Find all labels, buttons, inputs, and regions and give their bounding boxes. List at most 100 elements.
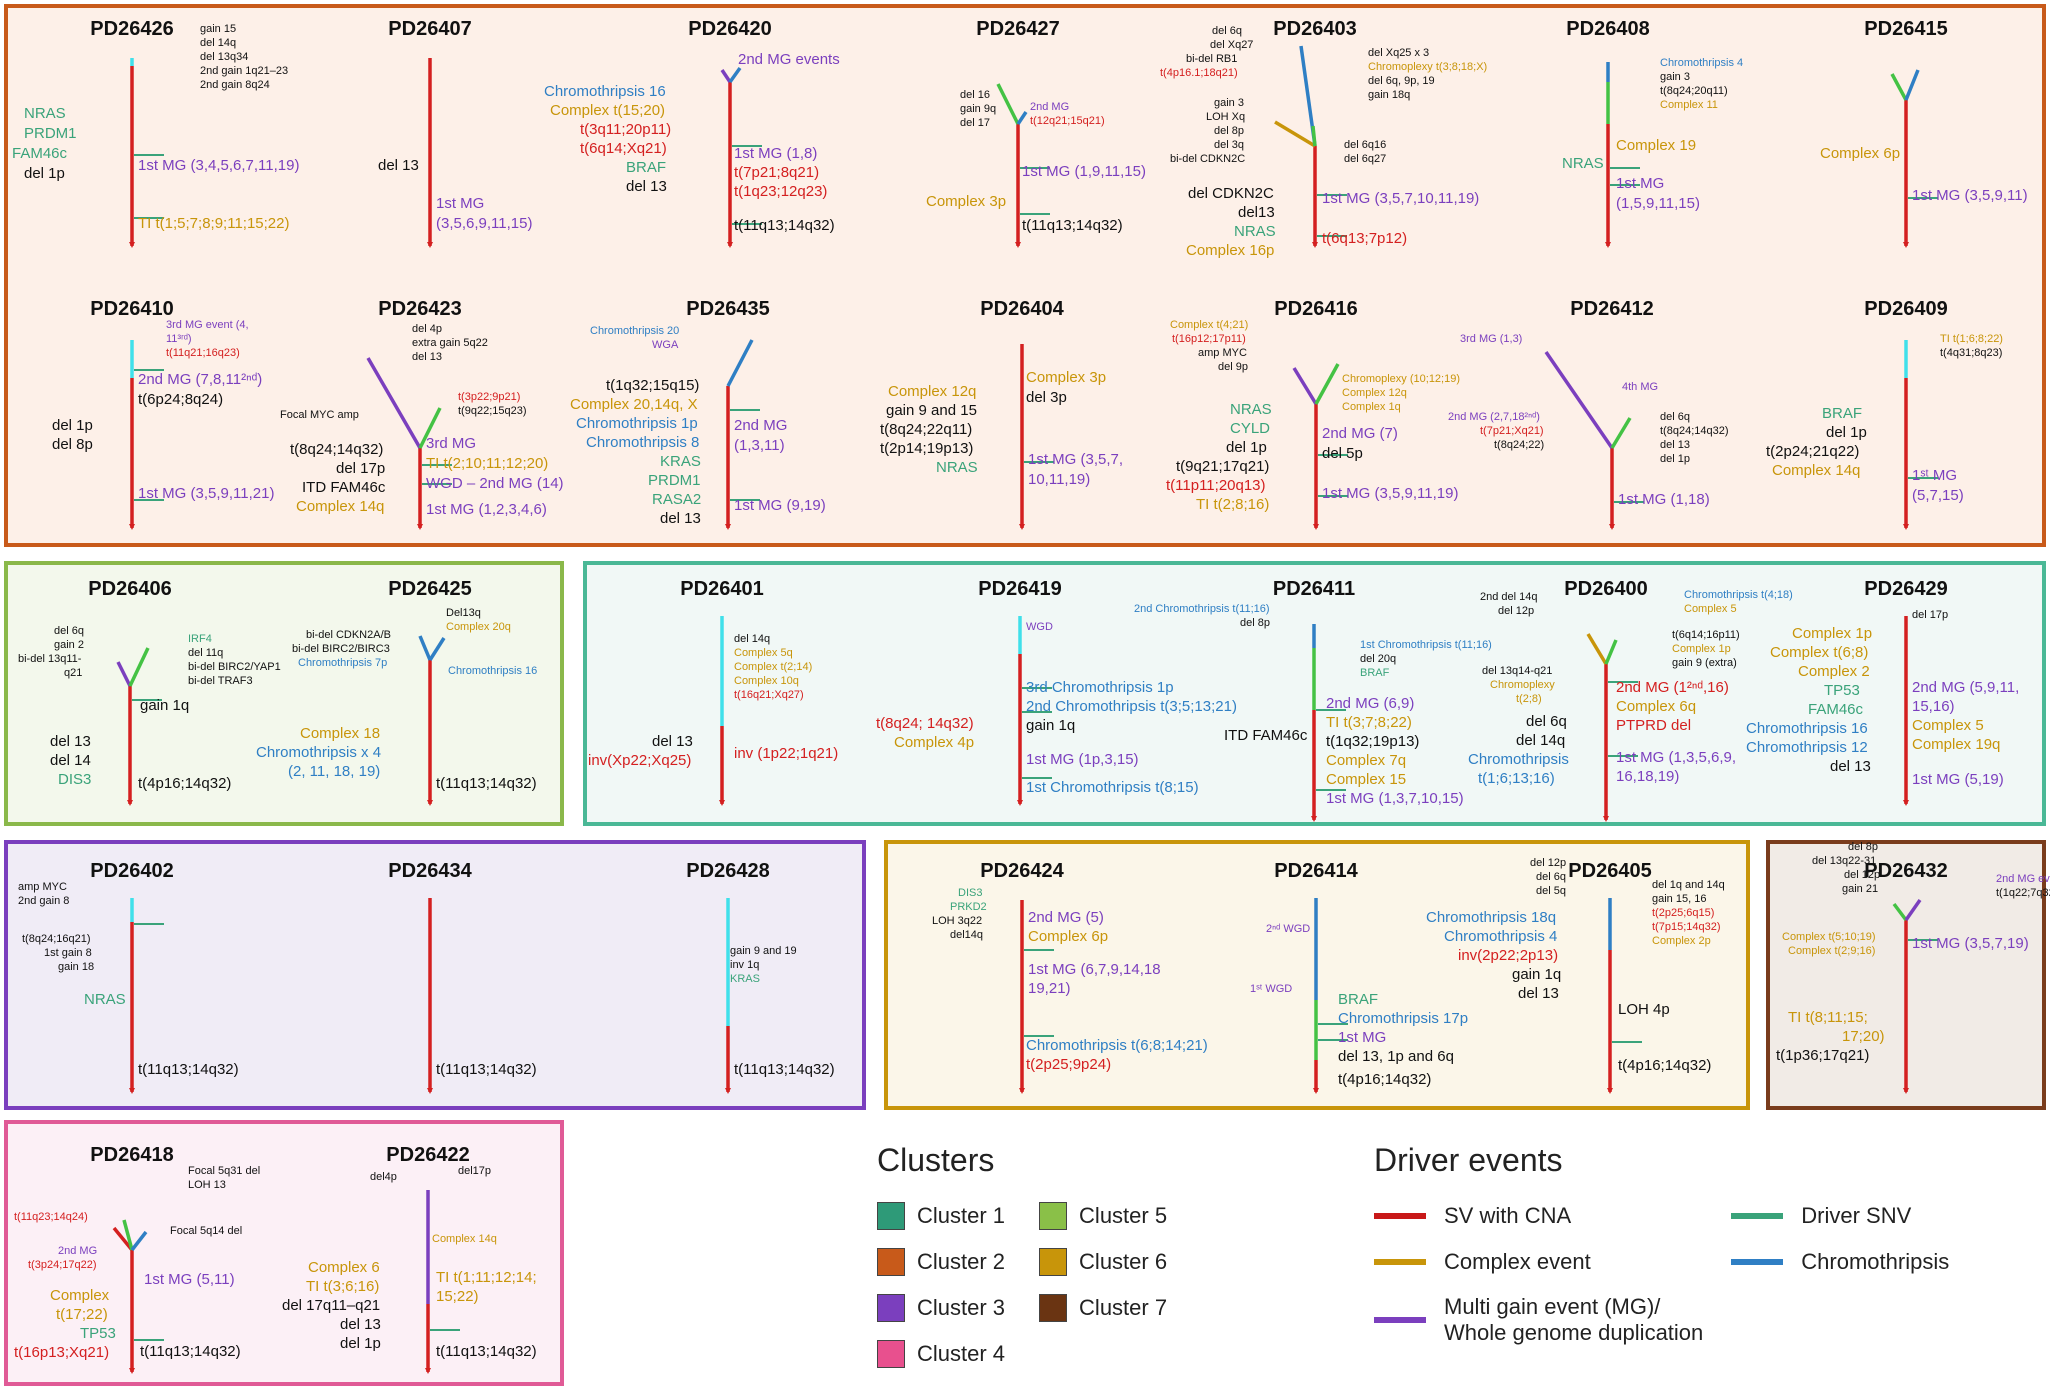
- event-label: Complex t(15;20): [550, 102, 666, 119]
- event-label: 3rd MG: [426, 435, 477, 452]
- event-label: 1st MG (3,5,7,19): [1912, 935, 2029, 952]
- sample-id-label: PD26404: [980, 298, 1064, 320]
- event-label: del 6q: [1536, 871, 1566, 883]
- event-label: t(1q23;12q23): [734, 183, 828, 200]
- event-label: t(1q22;7q32): [1996, 887, 2050, 899]
- event-label: PTPRD del: [1616, 717, 1692, 734]
- event-label: t(1p36;17q21): [1776, 1047, 1870, 1064]
- event-label: 2nd MG (7,8,11²ⁿᵈ): [138, 371, 263, 388]
- event-label: TI t(1;5;7;8;9;11;15;22): [138, 215, 290, 232]
- event-label: NRAS: [1562, 155, 1604, 172]
- event-label: 15,16): [1912, 698, 1955, 715]
- event-label: Complex 12q: [1342, 387, 1407, 399]
- event-label: (3,5,6,9,11,15): [436, 215, 533, 232]
- event-label: 2nd del 14q: [1480, 591, 1538, 603]
- event-label: bi-del CDKN2C: [1170, 153, 1246, 165]
- event-label: BRAF: [626, 159, 667, 176]
- event-label: del 13, 1p and 6q: [1338, 1048, 1454, 1065]
- event-label: NRAS: [1234, 223, 1276, 240]
- driver-line-swatch: [1731, 1213, 1784, 1219]
- sample-id-label: PD26427: [976, 18, 1060, 40]
- event-label: del 6q: [1660, 411, 1690, 423]
- event-label: ITD FAM46c: [1224, 727, 1308, 744]
- event-label: t(2p25;6q15): [1652, 907, 1715, 919]
- event-label: 1st MG: [436, 195, 485, 212]
- sample-id-label: PD26420: [688, 18, 772, 40]
- event-label: PRDM1: [648, 472, 701, 489]
- event-label: WGD: [1026, 621, 1053, 633]
- event-label: gain 9q: [960, 103, 997, 115]
- driver-line-swatch: [1374, 1317, 1426, 1323]
- event-label: del4p: [370, 1171, 397, 1183]
- event-label: 11³ʳᵈ): [166, 333, 192, 345]
- event-label: del 8p: [52, 436, 93, 453]
- event-label: Complex 10q: [734, 675, 799, 687]
- event-label: KRAS: [660, 453, 701, 470]
- event-label: Complex t(2;14): [734, 661, 813, 673]
- event-label: 2nd gain 8q24: [200, 79, 270, 91]
- event-label: gain 3: [1660, 71, 1690, 83]
- event-label: 1st MG (3,5,7,: [1028, 451, 1124, 468]
- event-label: del 4p: [412, 323, 442, 335]
- event-label: 2nd MG (7): [1322, 425, 1398, 442]
- event-label: Complex 1p: [1792, 625, 1873, 642]
- event-label: Focal 5q31 del: [188, 1165, 261, 1177]
- event-label: gain 18: [58, 961, 95, 973]
- event-label: gain 2: [54, 639, 84, 651]
- event-label: t(3p24;17q22): [28, 1259, 97, 1271]
- event-label: t(2;8): [1516, 693, 1542, 705]
- event-label: (1,5,9,11,15): [1616, 195, 1700, 212]
- event-label: 2nd gain 1q21–23: [200, 65, 289, 77]
- event-label: t(6p24;8q24): [138, 391, 224, 408]
- event-label: 2nd MG (1²ⁿᵈ,16): [1616, 679, 1729, 696]
- event-label: NRAS: [936, 459, 978, 476]
- event-label: Chromoplexy t(3;8;18;X): [1368, 61, 1488, 73]
- event-label: 1st MG (1p,3,15): [1026, 751, 1139, 768]
- event-label: 1st MG (3,5,9,11,19): [1322, 485, 1459, 502]
- sample-id-label: PD26429: [1864, 578, 1948, 600]
- event-label: (1,3,11): [734, 437, 785, 454]
- event-label: bi-del RB1: [1186, 53, 1238, 65]
- event-label: del 14q: [734, 633, 771, 645]
- event-label: del Xq25 x 3: [1368, 47, 1430, 59]
- event-label: t(1;6;13;16): [1478, 770, 1555, 787]
- event-label: t(11q13;14q32): [436, 1061, 537, 1078]
- event-label: 2nd MG (6,9): [1326, 695, 1415, 712]
- event-label: Chromothripsis x 4: [256, 744, 382, 761]
- sample-id-label: PD26425: [388, 578, 472, 600]
- event-label: t(2p14;19p13): [880, 440, 974, 457]
- event-label: Chromothripsis 1p: [576, 415, 698, 432]
- sample-id-label: PD26400: [1564, 578, 1648, 600]
- event-label: PRDM1: [24, 125, 77, 142]
- event-label: t(4p16;14q32): [1618, 1057, 1712, 1074]
- event-label: Focal 5q14 del: [170, 1225, 243, 1237]
- event-label: TP53: [1824, 682, 1860, 699]
- cluster-swatch: [877, 1294, 905, 1322]
- event-label: Complex 11: [1660, 99, 1718, 111]
- event-label: del 13: [660, 510, 701, 527]
- event-label: bi-del CDKN2A/B: [306, 629, 391, 641]
- event-label: gain 1q: [1026, 717, 1076, 734]
- event-label: t(11q23;14q24): [14, 1211, 88, 1223]
- event-label: t(11q13;14q32): [734, 217, 835, 234]
- event-label: bi-del TRAF3: [188, 675, 253, 687]
- event-label: t(11q13;14q32): [1022, 217, 1123, 234]
- sample-id-label: PD26406: [88, 578, 172, 600]
- event-label: 1st MG (1,18): [1618, 491, 1710, 508]
- event-label: 1st MG (5,19): [1912, 771, 2004, 788]
- event-label: Del13q: [446, 607, 481, 619]
- event-label: del 13: [378, 157, 419, 174]
- event-label: gain 9 and 15: [886, 402, 977, 419]
- cluster-legend-item: Cluster 1: [877, 1193, 1005, 1239]
- event-label: 3rd MG event (4,: [166, 319, 249, 331]
- event-label: Complex 7q: [1326, 752, 1407, 769]
- driver-line-swatch: [1374, 1213, 1426, 1219]
- event-label: 2nd MG even: [1996, 873, 2050, 885]
- event-label: Chromothripsis 4: [1660, 57, 1744, 69]
- event-label: FAM46c: [12, 145, 68, 162]
- event-label: del 13q34: [200, 51, 249, 63]
- panel-cluster-2: [4, 4, 2046, 547]
- event-label: t(8q24;22q11): [880, 421, 973, 438]
- event-label: Chromothripsis 17p: [1338, 1010, 1469, 1027]
- event-label: Complex 5: [1912, 717, 1984, 734]
